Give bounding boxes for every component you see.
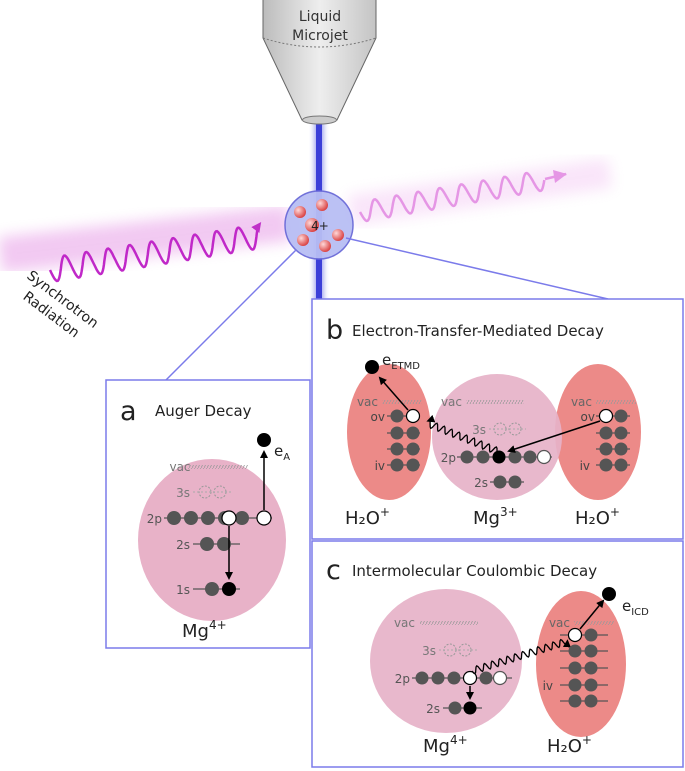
2p-label-a: 2p bbox=[147, 512, 162, 526]
panel-a-title: Auger Decay bbox=[155, 402, 252, 420]
water-label-b-left: H₂O+ bbox=[345, 505, 390, 529]
water-ion-c bbox=[536, 591, 626, 737]
water-label-b-right: H₂O+ bbox=[575, 505, 620, 529]
electron-label-a: eA bbox=[274, 442, 290, 463]
icd-energy-wave bbox=[471, 638, 571, 675]
panel-c-letter: c bbox=[326, 555, 341, 586]
svg-text:vac: vac bbox=[549, 616, 570, 630]
auger-electron bbox=[257, 433, 271, 447]
nozzle-label-line2: Microjet bbox=[292, 28, 348, 44]
svg-text:iv: iv bbox=[543, 679, 553, 693]
liquid-jet bbox=[314, 120, 324, 420]
panel-b-letter: b bbox=[326, 315, 343, 346]
panel-b: b Electron-Transfer-Mediated Decay vac o… bbox=[326, 315, 641, 529]
svg-text:iv: iv bbox=[375, 459, 385, 473]
svg-text:3s: 3s bbox=[472, 423, 486, 437]
incoming-wave bbox=[48, 221, 262, 283]
connector-lines bbox=[165, 237, 609, 381]
svg-text:2s: 2s bbox=[474, 476, 488, 490]
droplet-charge: 4+ bbox=[311, 219, 329, 233]
svg-text:3s: 3s bbox=[422, 644, 436, 658]
1s-label-a: 1s bbox=[176, 583, 190, 597]
panel-a-letter: a bbox=[120, 396, 137, 427]
svg-text:iv: iv bbox=[580, 459, 590, 473]
mg-ion-b bbox=[432, 374, 562, 500]
svg-text:vac: vac bbox=[571, 395, 592, 409]
svg-text:vac: vac bbox=[441, 395, 462, 409]
mg-ion-c bbox=[370, 589, 522, 733]
synchrotron-beam: Synchrotron Radiation bbox=[0, 158, 613, 341]
svg-text:ov: ov bbox=[581, 410, 595, 424]
electron-label-c: eICD bbox=[622, 597, 649, 618]
mg-label-a: Mg4+ bbox=[182, 618, 227, 642]
nozzle: Liquid Microjet bbox=[262, 0, 377, 125]
svg-text:2p: 2p bbox=[441, 451, 456, 465]
panel-b-title: Electron-Transfer-Mediated Decay bbox=[352, 322, 604, 340]
etmd-electron bbox=[365, 360, 379, 374]
3s-label-a: 3s bbox=[176, 486, 190, 500]
icd-electron bbox=[602, 587, 616, 601]
electron-label-b: eETMD bbox=[382, 351, 420, 372]
outgoing-wave bbox=[358, 171, 546, 223]
water-label-c: H₂O+ bbox=[547, 733, 592, 757]
panel-c-title: Intermolecular Coulombic Decay bbox=[352, 562, 597, 580]
panel-c: c Intermolecular Coulombic Decay vac 3s … bbox=[326, 555, 649, 757]
mg-label-b: Mg3+ bbox=[473, 505, 518, 529]
vac-label-a: vac bbox=[169, 460, 190, 474]
nozzle-label-line1: Liquid bbox=[299, 9, 341, 25]
svg-text:vac: vac bbox=[394, 616, 415, 630]
svg-text:vac: vac bbox=[357, 395, 378, 409]
etmd-energy-wave bbox=[426, 414, 498, 453]
svg-text:ov: ov bbox=[371, 410, 385, 424]
svg-text:2s: 2s bbox=[426, 702, 440, 716]
droplet: 4+ bbox=[284, 190, 354, 260]
svg-text:2p: 2p bbox=[395, 672, 410, 686]
mg-label-c: Mg4+ bbox=[423, 733, 468, 757]
2s-label-a: 2s bbox=[176, 538, 190, 552]
panel-a: a Auger Decay vac 3s 2p 2s 1s eA Mg4+ bbox=[120, 396, 290, 642]
